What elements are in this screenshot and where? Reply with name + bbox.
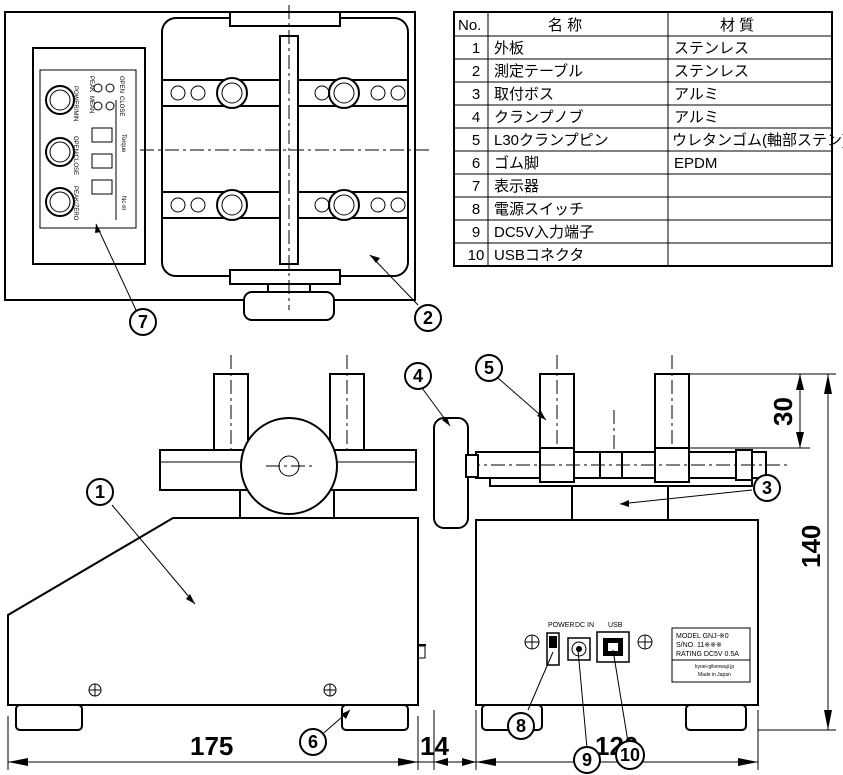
balloon-5: 5 <box>484 358 494 378</box>
usb-connector[interactable] <box>596 631 630 663</box>
row-name: 測定テーブル <box>494 62 583 80</box>
row-name: 外板 <box>494 39 524 57</box>
row-name: L30クランプピン <box>494 132 609 149</box>
row-name: USBコネクタ <box>494 247 584 264</box>
row-no: 9 <box>472 224 480 241</box>
side-view: POWER DC IN USB MODEL GNJ-※0 S/NO. 11※※※… <box>421 355 790 749</box>
row-material: ウレタンゴム(軸部ステン) <box>672 131 843 149</box>
parts-table: No. 名 称 材 質 1 外板 ステンレス 2 測定テーブル ステンレス 3 … <box>453 11 843 267</box>
row-no: 2 <box>472 63 480 80</box>
nameplate-rating: RATING DC5V 0.5A <box>676 651 739 658</box>
dim-pin-height: 30 <box>768 397 798 426</box>
front-view <box>7 355 426 739</box>
nameplate-origin: Made in Japan <box>698 672 731 678</box>
unit-label: Nc·m <box>120 196 126 210</box>
row-name: ゴム脚 <box>494 154 539 172</box>
balloon-6: 6 <box>308 732 318 752</box>
nameplate <box>671 627 751 683</box>
row-material: ステンレス <box>674 63 749 80</box>
nameplate-url: kyoei-gikenwaji.jp <box>695 664 734 670</box>
balloon-3: 3 <box>762 478 772 498</box>
rear-panel: POWER DC IN USB MODEL GNJ-※0 S/NO. 11※※※… <box>524 622 751 683</box>
button-label-3: PEAK/ZERO <box>72 186 78 221</box>
row-no: 10 <box>468 247 485 264</box>
row-no: 1 <box>472 40 480 57</box>
display-panel: POWER/MIN OPEN/CLOSE PEAK/ZERO OPEN CLOS… <box>32 47 146 265</box>
led-label-open: OPEN <box>118 76 124 93</box>
button-label-1: POWER/MIN <box>72 86 78 121</box>
row-material: ステンレス <box>674 40 749 57</box>
row-name: 表示器 <box>494 178 539 195</box>
row-no: 4 <box>472 109 480 126</box>
header-name: 名 称 <box>548 17 582 34</box>
row-material: アルミ <box>674 109 719 126</box>
row-no: 8 <box>472 201 480 218</box>
balloon-9: 9 <box>582 750 592 770</box>
row-no: 6 <box>472 155 480 172</box>
dimensions: 175 14 120 140 30 <box>7 373 836 770</box>
dcin-label: DC IN <box>575 622 594 629</box>
dim-depth-gap: 14 <box>420 731 449 761</box>
row-name: DC5V入力端子 <box>494 224 594 241</box>
balloons: 1 2 3 4 5 6 7 8 9 10 <box>86 304 781 774</box>
nameplate-model: MODEL GNJ-※0 <box>676 633 729 640</box>
button-label-2: OPEN/CLOSE <box>72 136 78 175</box>
row-name: クランプノブ <box>494 108 584 126</box>
balloon-10: 10 <box>620 745 640 765</box>
header-no: No. <box>458 17 481 34</box>
led-label-close: CLOSE <box>118 96 124 116</box>
row-no: 7 <box>472 178 480 195</box>
dim-height-total: 140 <box>796 525 826 568</box>
led-label-peak: PEAK <box>88 76 94 92</box>
torque-label: Torque <box>120 134 126 153</box>
usb-label: USB <box>608 622 623 629</box>
dim-width-front: 175 <box>190 731 233 761</box>
power-label: POWER <box>548 622 574 629</box>
row-name: 取付ボス <box>494 86 554 103</box>
row-material: アルミ <box>674 86 719 103</box>
header-material: 材 質 <box>720 16 754 34</box>
top-view: POWER/MIN OPEN/CLOSE PEAK/ZERO OPEN CLOS… <box>4 5 430 321</box>
balloon-2: 2 <box>423 308 433 328</box>
row-no: 3 <box>472 86 480 103</box>
row-name: 電源スイッチ <box>494 201 584 218</box>
led-label-mean: MEAN <box>88 96 94 113</box>
balloon-7: 7 <box>138 312 148 332</box>
balloon-4: 4 <box>413 366 423 386</box>
row-material: EPDM <box>674 155 717 172</box>
row-no: 5 <box>472 132 480 149</box>
nameplate-serial: S/NO. 11※※※ <box>676 642 722 649</box>
balloon-1: 1 <box>95 482 105 502</box>
balloon-8: 8 <box>516 716 526 736</box>
